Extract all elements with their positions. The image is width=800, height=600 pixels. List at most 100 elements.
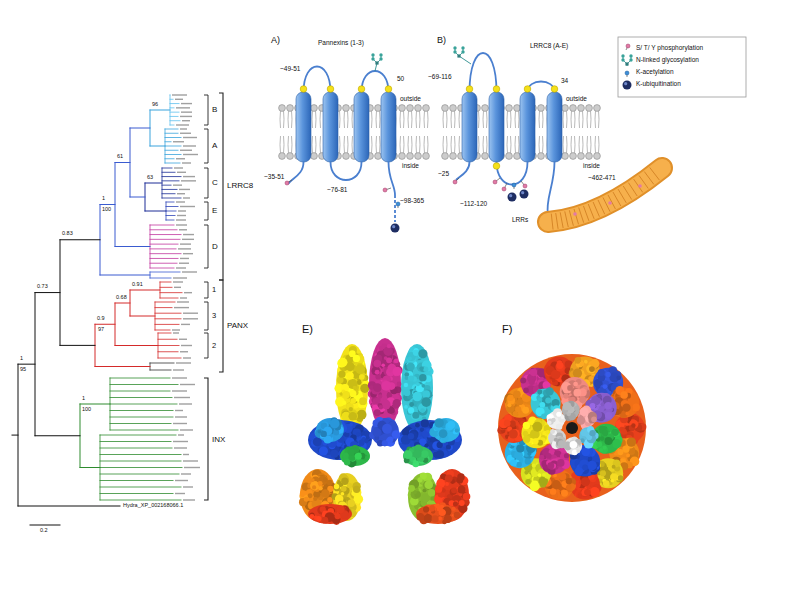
lrr-repeat (569, 210, 573, 225)
protein-surface (392, 430, 401, 439)
protein-surface (620, 391, 628, 399)
tree-branch (162, 176, 181, 177)
protein-surface (342, 401, 346, 405)
protein-surface (397, 382, 402, 387)
protein-surface (564, 453, 569, 458)
tree-branch (100, 487, 181, 488)
protein-surface (507, 394, 514, 401)
lipid-head (311, 105, 318, 112)
lrrc8-topology (442, 46, 662, 229)
leaf-name-mark (179, 339, 187, 340)
protein-surface (603, 480, 610, 487)
lrr-repeat (588, 204, 594, 219)
protein-surface (423, 506, 429, 512)
tree-branch (60, 345, 95, 346)
cysteine-dot (385, 86, 392, 93)
tree-branch (166, 220, 174, 221)
lipid-tail (288, 111, 292, 128)
protein-surface (422, 390, 430, 398)
leaf-name-mark (176, 107, 190, 108)
lipid-tail (416, 111, 420, 128)
protein-surface (403, 389, 410, 396)
lrr-repeat (583, 206, 588, 221)
leaf-name-mark (183, 137, 197, 138)
lrr-repeat (579, 208, 584, 223)
tree-branch (155, 330, 170, 331)
protein-surface (408, 407, 414, 413)
protein-surface (555, 362, 564, 371)
lipid-head (506, 153, 513, 160)
protein-surface (318, 481, 323, 486)
leaf-name-mark (183, 486, 193, 487)
leaf-name-mark (181, 473, 191, 474)
phospho-mark (573, 212, 577, 216)
leaf-name-mark (180, 243, 191, 244)
leaf-name-mark (180, 116, 192, 117)
tree-branch (170, 116, 178, 117)
protein-surface (323, 477, 328, 482)
leaf-name-mark (173, 369, 184, 370)
protein-surface (421, 419, 429, 427)
protein-surface (382, 424, 392, 434)
protein-surface (408, 356, 412, 360)
phospho-mark (638, 184, 642, 188)
clade-bracket (204, 333, 208, 358)
protein-surface (353, 386, 357, 390)
leaf-name-mark (176, 362, 191, 363)
protein-surface (542, 473, 546, 477)
protein-surface (357, 380, 362, 385)
protein-surface (538, 473, 542, 477)
protein-surface (599, 448, 603, 452)
lipid-head (586, 153, 593, 160)
protein-surface (539, 455, 544, 460)
protein-surface (335, 513, 341, 519)
protein-chain (389, 162, 396, 195)
tree-branch (165, 150, 178, 151)
tree-branch (165, 137, 181, 138)
protein-surface (521, 418, 551, 448)
leaf-name-mark (183, 499, 195, 500)
protein-surface (412, 392, 421, 401)
protein-surface (559, 473, 567, 481)
protein-surface (612, 465, 616, 469)
protein-surface (529, 379, 535, 385)
protein-surface (458, 486, 466, 494)
tree-branch (150, 258, 178, 259)
lipid-tail (312, 136, 316, 153)
tree-branch (100, 493, 173, 494)
protein-surface (532, 422, 542, 432)
protein-surface (413, 460, 417, 464)
protein-surface (316, 516, 321, 521)
lipid-tail (416, 136, 420, 153)
protein-surface (311, 478, 315, 482)
protein-surface (347, 483, 352, 488)
protein-surface (309, 514, 314, 519)
tree-branch (170, 103, 179, 104)
leaf-name-mark (182, 271, 197, 272)
protein-surface (404, 405, 408, 409)
lipid-head (287, 105, 294, 112)
clade-bracket (204, 225, 208, 268)
protein-surface (312, 485, 316, 489)
protein-surface (507, 403, 511, 407)
protein-surface (524, 471, 528, 475)
lrr-repeat (628, 183, 637, 196)
protein-surface (407, 363, 415, 371)
protein-surface (365, 456, 369, 460)
protein-surface (434, 418, 443, 427)
ubiquitin-mark (509, 194, 512, 197)
glycan-unit (453, 46, 456, 49)
tree-branch (100, 435, 176, 436)
protein-surface (550, 488, 556, 494)
leaf-name-mark (174, 287, 181, 288)
lipid-head (375, 153, 382, 160)
protein-surface (372, 367, 380, 375)
lipid-head (578, 105, 585, 112)
protein-surface (357, 410, 367, 420)
tree-branch (150, 272, 180, 273)
clade-bracket (219, 280, 223, 372)
leaf-name-mark (183, 197, 190, 198)
tree-branch (150, 278, 171, 279)
leaf-name-mark (176, 224, 187, 225)
lrr-repeat (618, 189, 626, 203)
